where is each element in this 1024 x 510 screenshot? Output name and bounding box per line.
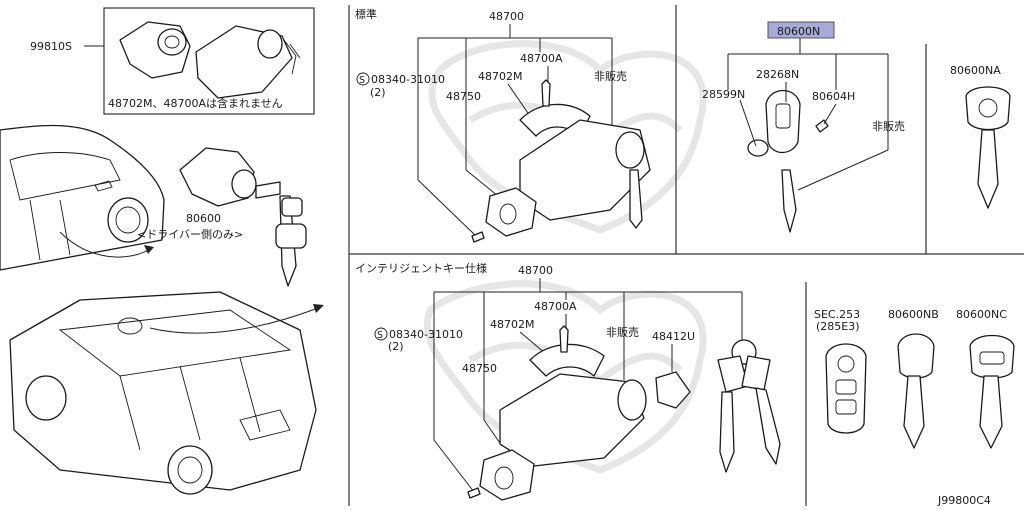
label-key-80600na: 80600NA: [950, 64, 1001, 77]
leader-80600n-c: [797, 149, 889, 191]
label-80600-driver: 80600: [186, 212, 221, 225]
label-ik-48750: 48750: [462, 362, 497, 375]
highlight-80600n: [767, 21, 835, 39]
label-std-48700: 48700: [489, 10, 524, 23]
watermark-emblem: [423, 40, 707, 474]
ik-ignition-assembly: [467, 325, 691, 501]
title-standard: 標準: [355, 7, 377, 21]
vehicle-side-illustration: [0, 124, 165, 271]
label-key-80600nb: 80600NB: [888, 308, 939, 321]
label-std-not-sold: 非販売: [594, 70, 627, 83]
leader-80604h: [823, 103, 837, 125]
s-symbol-ik: S: [377, 330, 383, 341]
label-ik-48412u: 48412U: [652, 330, 695, 343]
label-ik-48702m: 48702M: [490, 318, 534, 331]
label-key-80600n: 80600N: [777, 25, 820, 38]
note-driver-only: <ドライバー側のみ>: [137, 228, 243, 241]
service-kit-illustration: [119, 21, 301, 99]
label-99810s: 99810S: [30, 40, 72, 53]
leader-std-48750: [465, 169, 499, 197]
label-key-28268n: 28268N: [756, 68, 799, 81]
label-key-not-sold: 非販売: [872, 120, 905, 133]
key-80600nb: [897, 333, 935, 449]
label-std-48700a: 48700A: [520, 52, 563, 65]
arrow-head-1: [144, 245, 154, 254]
label-ik-bolt: 08340-31010: [389, 328, 463, 341]
remote-key-head: [747, 89, 829, 233]
leader-std-48702m: [507, 83, 531, 117]
leader-ik-48702m: [519, 331, 547, 355]
service-kit-box: [103, 7, 315, 115]
diagram-id: J99800C4: [937, 494, 991, 507]
label-ik-48700a: 48700A: [534, 300, 577, 313]
label-ik-not-sold: 非販売: [606, 326, 639, 339]
intelligent-key-fob: [825, 343, 867, 434]
label-key-80600nc: 80600NC: [956, 308, 1007, 321]
std-bolt-label: S 08340-31010 (2): [356, 72, 445, 99]
leader-std-bolt: [417, 179, 477, 237]
label-ik-bolt-qty: (2): [388, 340, 404, 353]
key-80600nc: [969, 334, 1015, 449]
label-std-bolt: 08340-31010: [371, 73, 445, 86]
label-std-bolt-qty: (2): [370, 86, 386, 99]
driver-door-lock: [179, 147, 307, 287]
label-sec-285e3: (285E3): [816, 320, 860, 333]
vehicle-rear-illustration: [9, 291, 317, 495]
note-not-included: 48702M、48700Aは含まれません: [108, 96, 283, 110]
label-key-28599n: 28599N: [702, 88, 745, 101]
title-intelligent-key: インテリジェントキー仕様: [355, 261, 487, 275]
ik-bolt-label: S 08340-31010 (2): [374, 327, 463, 353]
label-ik-48700: 48700: [518, 264, 553, 277]
leader-28599n: [739, 99, 757, 147]
label-std-48702m: 48702M: [478, 70, 522, 83]
label-key-80604h: 80604H: [812, 90, 855, 103]
arrow-to-door-lock: [59, 231, 153, 258]
key-80600na: [965, 86, 1011, 209]
arrow-to-fuel-lid: [149, 307, 319, 334]
std-ignition-assembly: [471, 79, 651, 243]
section-frames: [103, 5, 1024, 506]
label-std-48750: 48750: [446, 90, 481, 103]
label-sec-253: SEC.253: [814, 308, 860, 321]
s-symbol-std: S: [359, 75, 365, 86]
leader-ik-48750: [483, 419, 503, 447]
ik-key-pair: [717, 339, 781, 473]
leader-ik-bolt: [433, 439, 475, 493]
arrow-head-2: [313, 304, 324, 313]
